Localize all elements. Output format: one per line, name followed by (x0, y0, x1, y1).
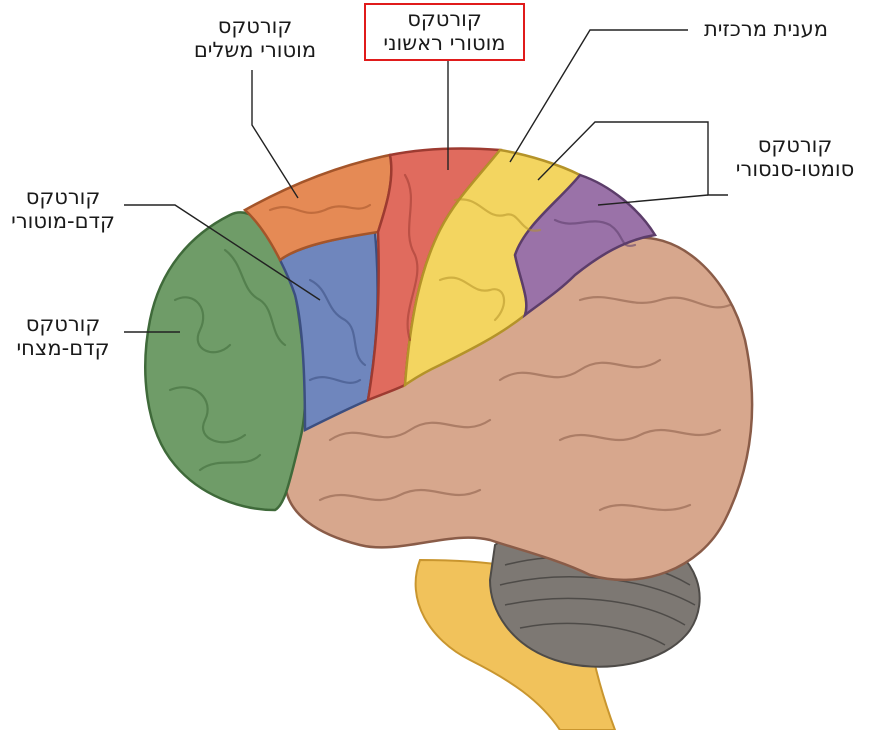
label-primary-motor-line2: מוטורי ראשוני (383, 31, 506, 55)
leader-supplementary-motor (251, 70, 299, 199)
label-primary-motor-line1: קורטקס (407, 7, 482, 31)
label-somatosensory: קורטקס סומטו-סנסורי (722, 133, 868, 181)
label-somatosensory-line2: סומטו-סנסורי (735, 157, 855, 181)
label-premotor: קורטקס קדם-מוטורי (2, 185, 124, 233)
label-prefrontal-line2: קדם-מצחי (16, 336, 110, 360)
label-primary-motor: קורטקס מוטורי ראשוני (366, 7, 523, 55)
label-supplementary-motor-line1: קורטקס (217, 14, 293, 38)
label-somatosensory-line1: קורטקס (757, 133, 833, 157)
label-supplementary-motor-line2: מוטורי משלים (193, 38, 317, 62)
primary-motor-highlight-box (364, 3, 525, 61)
label-prefrontal-line1: קורטקס (25, 312, 101, 336)
leader-premotor (124, 204, 321, 301)
label-central-sulcus: מענית מרכזית (690, 17, 842, 41)
parietal-region (513, 173, 658, 319)
label-prefrontal: קורטקס קדם-מצחי (2, 312, 124, 360)
leader-somatosensory (537, 121, 728, 196)
gyri-texture (168, 173, 732, 512)
leader-lines (124, 29, 728, 333)
label-premotor-line1: קורטקס (25, 185, 101, 209)
leader-somatosensory-purple (597, 194, 709, 206)
label-premotor-line2: קדם-מוטורי (11, 209, 115, 233)
leader-central-sulcus (509, 29, 688, 163)
label-supplementary-motor: קורטקס מוטורי משלים (175, 14, 335, 62)
label-central-sulcus-line1: מענית מרכזית (704, 17, 828, 41)
